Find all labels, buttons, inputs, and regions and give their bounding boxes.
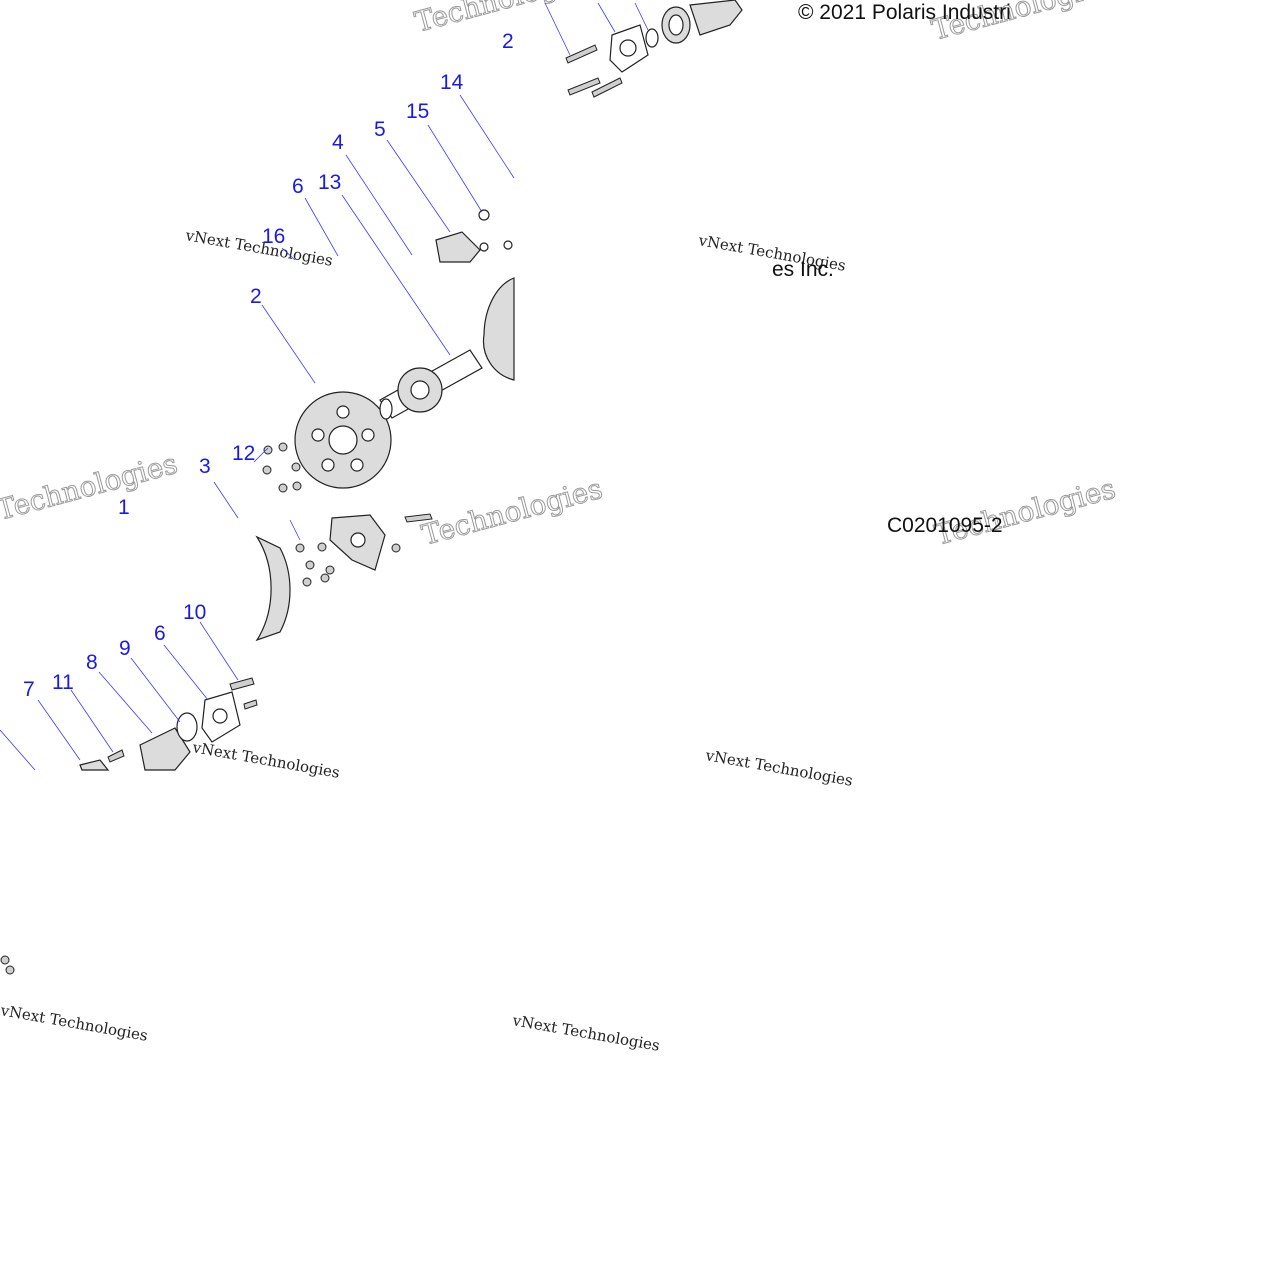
watermark-vnext: vNext Technologies: [703, 746, 854, 790]
brake-bracket-group: [255, 513, 433, 642]
bolt: [305, 560, 315, 570]
bearing-housing: [689, 0, 743, 36]
bolt: [278, 442, 288, 452]
callout-13: 13: [318, 171, 341, 194]
top-bearing-group: [565, 0, 743, 98]
callouts: 2 14 15 5 4 13 6 16 2 12 3 1 10 6 9 8 11…: [23, 30, 514, 701]
bolt: [291, 462, 301, 472]
bearing-housing: [435, 231, 481, 263]
watermark-vnext: vNext Technologies: [510, 1011, 661, 1055]
callout-2-mid: 2: [250, 285, 262, 308]
bolt: [567, 77, 601, 96]
bearing: [176, 712, 198, 742]
bearing-bore: [668, 14, 684, 36]
brake-disc: [482, 277, 515, 381]
watermark-vnext: vNext Technologies: [183, 226, 334, 270]
bracket-hole: [350, 532, 366, 548]
bolt: [565, 44, 598, 64]
bolt: [325, 565, 335, 575]
hub-bore: [410, 380, 430, 400]
callout-8: 8: [86, 651, 98, 674]
nut: [478, 209, 490, 221]
bolt: [5, 965, 15, 975]
diagram-code: C0201095-2: [887, 514, 1003, 537]
copyright-text: © 2021 Polaris Industri: [798, 1, 1011, 24]
sprocket-window: [350, 458, 364, 472]
flange-hole: [619, 39, 637, 57]
bolt: [0, 955, 10, 965]
shaft-end: [379, 398, 393, 420]
lower-bearing-group: [0, 677, 258, 975]
bolt: [263, 445, 273, 455]
callout-3: 3: [199, 455, 211, 478]
bolt: [404, 513, 433, 523]
bolt: [107, 749, 125, 763]
sprocket-hub: [328, 425, 358, 455]
bolt: [391, 543, 401, 553]
watermark-technologies: Technologies: [931, 472, 1119, 552]
bearing-housing: [139, 727, 191, 771]
callout-6-top: 6: [292, 175, 304, 198]
sprocket-shaft-group: [262, 209, 515, 493]
bolt: [262, 465, 272, 475]
watermark-technologies: Technologies: [418, 472, 606, 552]
bolt: [243, 699, 258, 710]
nut: [479, 242, 489, 252]
sprocket-window: [311, 428, 325, 442]
bolt: [295, 543, 305, 553]
bolt: [302, 577, 312, 587]
bolt: [320, 573, 330, 583]
sprocket-window: [336, 405, 350, 419]
brake-disc: [255, 535, 291, 642]
leader-lines: [0, 2, 649, 771]
callout-14: 14: [440, 71, 464, 94]
nut: [503, 240, 513, 250]
bolt: [292, 481, 302, 491]
callout-11: 11: [52, 671, 74, 694]
bolt: [317, 542, 327, 552]
snap-ring: [645, 28, 659, 48]
bolt: [591, 77, 623, 98]
callout-4: 4: [332, 131, 344, 154]
watermark-vnext: vNext Technologies: [190, 738, 341, 782]
bolt: [229, 677, 255, 691]
callout-2: 2: [502, 30, 514, 53]
callout-6-bottom: 6: [154, 622, 166, 645]
sprocket-window: [361, 428, 375, 442]
callout-9: 9: [119, 637, 131, 660]
bolt: [278, 483, 288, 493]
sprocket-window: [321, 458, 335, 472]
flange-hole: [212, 708, 228, 724]
callout-15: 15: [406, 100, 429, 123]
callout-12: 12: [232, 442, 255, 465]
callout-10: 10: [183, 601, 206, 624]
watermark-technologies: Technologies: [0, 447, 181, 527]
callout-16: 16: [262, 225, 285, 248]
callout-7: 7: [23, 678, 35, 701]
callout-1: 1: [118, 496, 130, 519]
bearing-housing: [79, 759, 110, 771]
copyright-fragment: es Inc.: [772, 258, 834, 281]
callout-5: 5: [374, 118, 386, 141]
watermark-vnext: vNext Technologies: [0, 1001, 149, 1045]
